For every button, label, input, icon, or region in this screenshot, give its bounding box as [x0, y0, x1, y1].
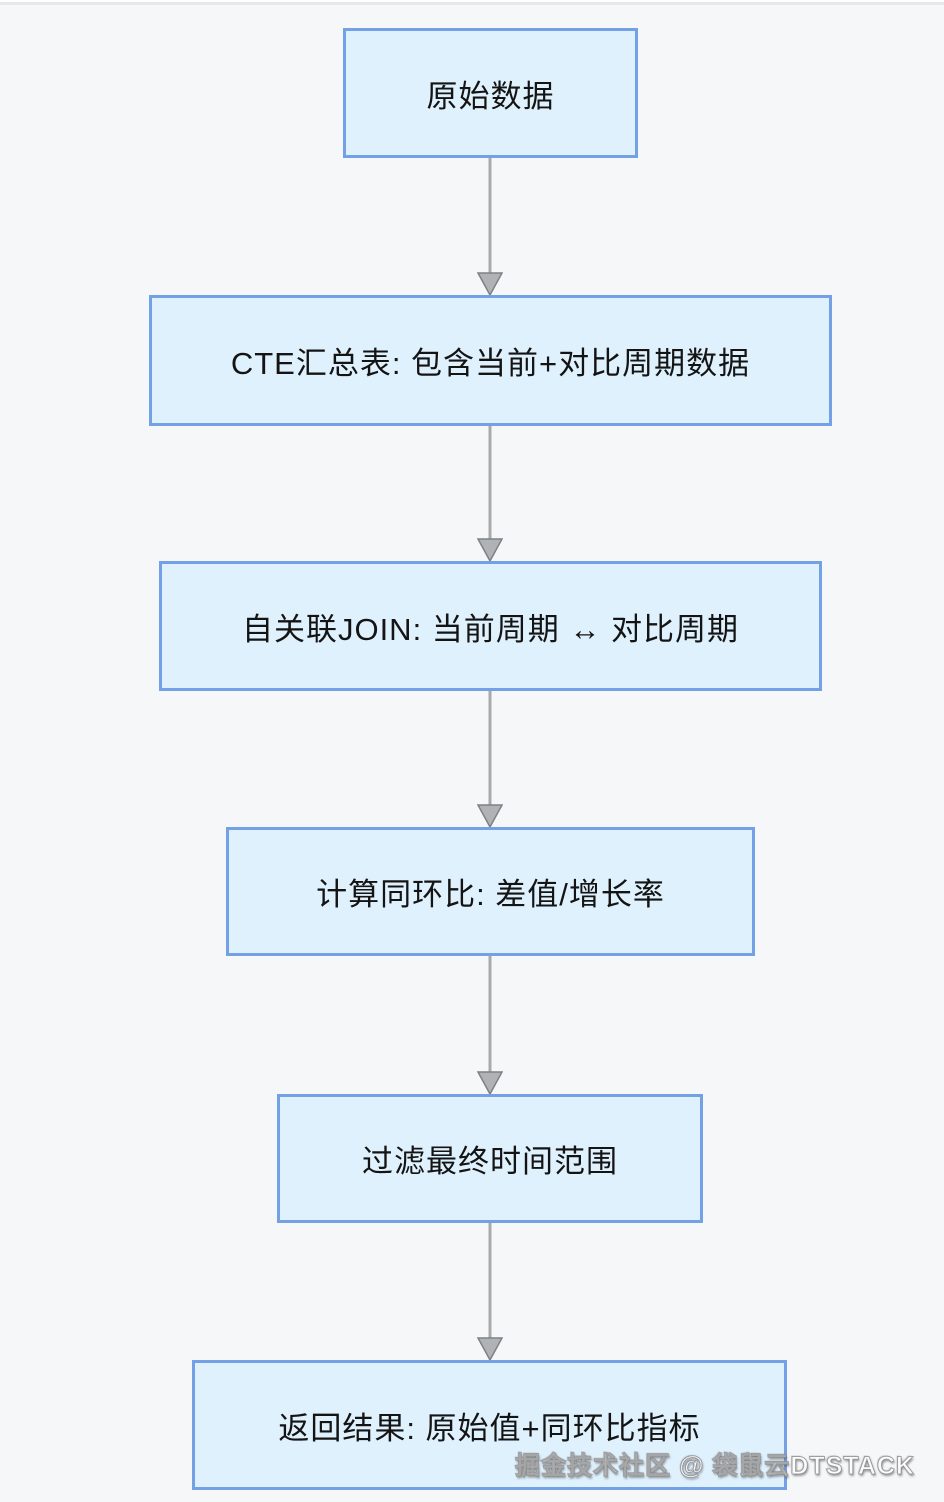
flow-node-label: 计算同环比: 差值/增长率	[316, 877, 665, 912]
flow-arrow-1	[477, 158, 503, 295]
arrow-down-icon	[477, 1223, 503, 1360]
flow-node-cte-summary: CTE汇总表: 包含当前+对比周期数据	[149, 295, 832, 426]
watermark-text: 掘金技术社区 @ 袋鼠云DTSTACK	[515, 1452, 915, 1481]
flow-arrow-5	[477, 1223, 503, 1360]
arrow-down-icon	[477, 158, 503, 295]
flow-arrow-2	[477, 426, 503, 561]
flow-node-calc-ratio: 计算同环比: 差值/增长率	[226, 827, 755, 956]
flow-arrow-3	[477, 691, 503, 827]
top-divider-line	[0, 2, 944, 5]
flow-node-self-join: 自关联JOIN: 当前周期 ↔ 对比周期	[159, 561, 822, 691]
flow-node-label: CTE汇总表: 包含当前+对比周期数据	[230, 346, 751, 381]
top-strip	[0, 0, 944, 2]
flow-node-raw-data: 原始数据	[343, 28, 638, 158]
flow-node-label: 过滤最终时间范围	[362, 1144, 618, 1179]
flow-node-label: 原始数据	[426, 78, 555, 114]
arrow-down-icon	[477, 691, 503, 827]
flow-node-label: 返回结果: 原始值+同环比指标	[278, 1410, 701, 1446]
flow-node-filter-range: 过滤最终时间范围	[277, 1094, 703, 1223]
flow-arrow-4	[477, 956, 503, 1094]
arrow-down-icon	[477, 426, 503, 561]
arrow-down-icon	[477, 956, 503, 1094]
flow-node-return-result: 返回结果: 原始值+同环比指标	[192, 1360, 787, 1490]
flow-node-label: 自关联JOIN: 当前周期 ↔ 对比周期	[241, 611, 740, 647]
